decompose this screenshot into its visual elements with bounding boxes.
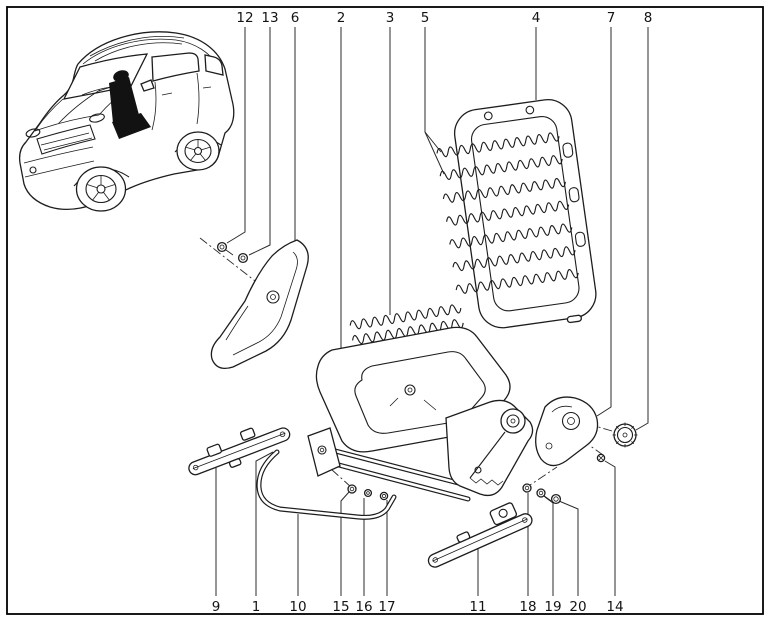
- diagram-border: [6, 6, 764, 615]
- grille: [36, 124, 96, 155]
- callout-label-11: 11: [469, 599, 486, 615]
- fastener-bolt-19: [536, 488, 552, 502]
- headlight-right: [89, 113, 105, 123]
- callout-label-19: 19: [544, 599, 561, 615]
- callout-label-9: 9: [212, 599, 221, 615]
- leader-12: [226, 27, 246, 244]
- trim-knob: [266, 290, 280, 304]
- recliner-side-plate: [535, 396, 599, 467]
- fastener-nut-17: [379, 491, 389, 501]
- recliner-pivot: [500, 408, 526, 434]
- fastener-washer-16: [363, 488, 373, 498]
- mount-hole-left: [483, 111, 493, 121]
- left-riser-plate: [307, 427, 341, 477]
- callout-label-13: 13: [261, 10, 278, 26]
- right-seat-rail: [427, 502, 533, 568]
- toothed-sector: [469, 477, 504, 486]
- fastener-bolt-15: [347, 484, 357, 494]
- roof-rail-2: [94, 42, 183, 62]
- door-seams: [151, 72, 200, 131]
- callout-label-1: 1: [252, 599, 261, 615]
- side-mirror: [140, 79, 155, 92]
- leader-19: [544, 496, 554, 596]
- callout-label-3: 3: [386, 10, 395, 26]
- axis-screw14-to-plate: [588, 444, 604, 456]
- leader-14: [604, 460, 616, 596]
- roof-inner-line: [82, 38, 219, 67]
- callout-label-2: 2: [337, 10, 346, 26]
- trim-screw-13: [237, 252, 249, 264]
- leader-20: [558, 500, 579, 596]
- vehicle-illustration: [18, 31, 235, 212]
- handle-bar: [256, 449, 397, 520]
- leader-13: [248, 27, 271, 256]
- leader-5-branch: [424, 131, 445, 175]
- callout-label-10: 10: [289, 599, 306, 615]
- front-door-window: [151, 52, 200, 82]
- trim-screw-12: [216, 241, 234, 256]
- foglamp: [29, 166, 37, 174]
- axis-bolts-to-frame: [330, 468, 352, 488]
- left-seat-rail: [188, 427, 291, 476]
- grille-slats: [40, 132, 93, 151]
- callout-label-4: 4: [532, 10, 541, 26]
- highlighted-seat: [109, 70, 151, 139]
- recliner-link: [469, 431, 506, 479]
- leader-7: [596, 27, 612, 417]
- adjuster-knob: [612, 422, 638, 448]
- callout-label-8: 8: [644, 10, 653, 26]
- frame-bolt: [404, 384, 416, 396]
- door-handles: [161, 86, 212, 96]
- callout-label-5: 5: [421, 10, 430, 26]
- callout-label-7: 7: [607, 10, 616, 26]
- rear-quarter-window: [204, 54, 224, 76]
- callout-label-20: 20: [569, 599, 586, 615]
- fastener-washer-18: [522, 483, 532, 493]
- callout-label-6: 6: [291, 10, 300, 26]
- front-wheel: [75, 166, 127, 212]
- callout-label-17: 17: [378, 599, 395, 615]
- leader-15: [340, 491, 350, 596]
- callout-label-15: 15: [332, 599, 349, 615]
- headlight-left: [25, 128, 41, 138]
- leader-1: [255, 451, 274, 596]
- callout-label-14: 14: [606, 599, 623, 615]
- bumper-lines: [23, 146, 95, 178]
- leader-8: [635, 27, 649, 431]
- rear-wheel: [176, 131, 220, 171]
- knob-screw-14: [596, 453, 606, 463]
- pivot-pin: [566, 314, 582, 324]
- callout-label-12: 12: [236, 10, 253, 26]
- seat-underframe: [307, 399, 534, 502]
- roof-rail-1: [89, 36, 185, 57]
- leader-5: [424, 27, 442, 153]
- seatback-frame: [435, 99, 597, 329]
- side-trim-cover: [210, 239, 309, 370]
- mount-hole-right: [525, 105, 535, 115]
- callout-label-16: 16: [355, 599, 372, 615]
- leader-lines-top: [226, 27, 649, 431]
- callout-labels-top: 12 13 6 2 3 5 4 7 8: [236, 10, 652, 26]
- callout-labels-bottom: 9 1 10 15 16 17 11 18 19 20 14: [212, 599, 624, 615]
- fastener-sleeve-20: [550, 493, 562, 505]
- callout-label-18: 18: [519, 599, 536, 615]
